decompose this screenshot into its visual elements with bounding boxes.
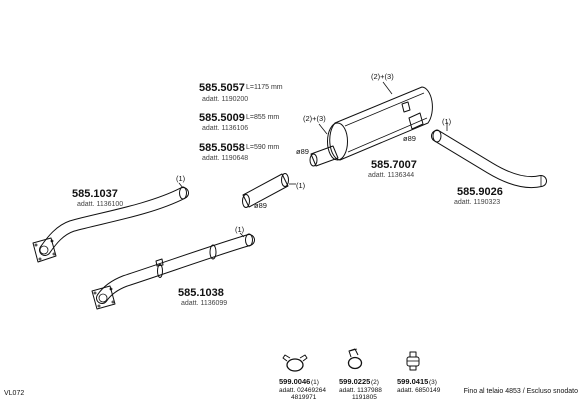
tailpipe-585-9026[interactable] xyxy=(431,122,547,189)
mid-pipe-585-1038[interactable] xyxy=(91,232,255,310)
clamp-a-ref: adatt. 02469264 xyxy=(279,387,326,394)
hanger-part-number: 599.0415 xyxy=(397,377,428,386)
pipe-5009-part-number: 585.5009 xyxy=(199,112,245,124)
tailpipe-note: (1) xyxy=(442,117,452,126)
mid-pipe-ref: adatt. 1136099 xyxy=(181,300,227,307)
front-pipe-585-1037[interactable] xyxy=(32,182,189,263)
pipe-5058-note: (1) xyxy=(296,181,306,190)
fitment-note: Fino al telaio 4853 / Escluso snodato xyxy=(464,388,579,395)
hanger-qty: (3) xyxy=(429,379,437,386)
pipe-5058-part-number: 585.5058 xyxy=(199,142,245,154)
pipe-5058-length: L=590 mm xyxy=(246,144,279,151)
clamp-b-ref: adatt. 1137988 xyxy=(339,387,382,394)
clamp-599-0046[interactable]: 599.0046 (1) adatt. 02469264 4819971 xyxy=(279,354,326,400)
clamp-icon xyxy=(282,354,308,372)
front-pipe-note: (1) xyxy=(176,174,186,183)
front-pipe-part-number: 585.1037 xyxy=(72,188,118,200)
clamp-icon xyxy=(347,348,363,370)
pipe-5057-part-number: 585.5057 xyxy=(199,82,245,94)
pipe-5058-diameter: ø89 xyxy=(254,201,267,210)
clamp-b-qty: (2) xyxy=(371,379,379,386)
pipe-585-5057-label[interactable]: 585.5057 L=1175 mm adatt. 1190200 xyxy=(199,82,283,103)
straight-pipe-drawing[interactable] xyxy=(242,173,297,208)
mid-pipe-note: (1) xyxy=(235,225,245,234)
mid-pipe-part-number: 585.1038 xyxy=(178,287,224,299)
pipe-585-5058-label[interactable]: 585.5058 L=590 mm adatt. 1190648 xyxy=(199,142,279,162)
pipe-5009-ref: adatt. 1136106 xyxy=(202,125,248,132)
clamp-b-part-number: 599.0225 xyxy=(339,377,370,386)
tailpipe-ref: adatt. 1190323 xyxy=(454,199,500,206)
clamp-599-0225[interactable]: 599.0225 (2) adatt. 1137988 1191805 xyxy=(339,348,382,400)
hanger-ref: adatt. 6850149 xyxy=(397,387,441,394)
model-code: VL072 xyxy=(4,390,24,397)
pipe-585-5009-label[interactable]: 585.5009 L=855 mm adatt. 1136106 xyxy=(199,112,279,132)
rubber-hanger-icon xyxy=(406,351,420,371)
muffler-inlet-diameter: ø89 xyxy=(296,147,309,156)
muffler-ref: adatt. 1136344 xyxy=(368,172,414,179)
muffler-note-side: (2)+(3) xyxy=(303,114,326,123)
muffler-part-number: 585.7007 xyxy=(371,159,417,171)
pipe-5058-ref: adatt. 1190648 xyxy=(202,155,248,162)
muffler-note-top: (2)+(3) xyxy=(371,72,394,81)
hanger-599-0415[interactable]: 599.0415 (3) adatt. 6850149 xyxy=(397,351,441,394)
muffler-outlet-diameter: ø89 xyxy=(403,134,416,143)
pipe-5057-ref: adatt. 1190200 xyxy=(202,96,248,103)
muffler-585-7007[interactable] xyxy=(309,81,433,167)
tailpipe-part-number: 585.9026 xyxy=(457,186,503,198)
clamp-a-part-number: 599.0046 xyxy=(279,377,310,386)
pipe-5009-length: L=855 mm xyxy=(246,114,279,121)
clamp-a-ref-alt: 4819971 xyxy=(291,394,317,400)
clamp-b-ref-alt: 1191805 xyxy=(352,394,377,400)
front-pipe-ref: adatt. 1136100 xyxy=(77,201,123,208)
pipe-5057-length: L=1175 mm xyxy=(246,84,283,91)
clamp-a-qty: (1) xyxy=(311,379,319,386)
